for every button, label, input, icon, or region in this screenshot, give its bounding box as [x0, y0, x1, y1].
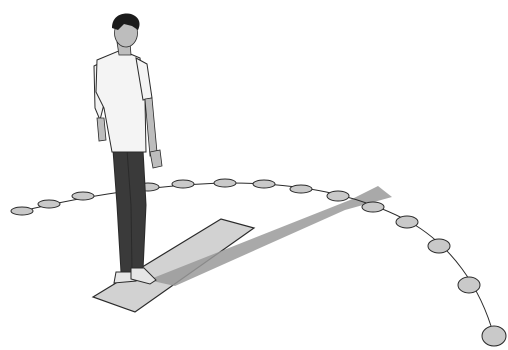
path-marker	[72, 192, 94, 200]
cast-shadow	[148, 186, 392, 286]
right-forearm	[145, 98, 157, 156]
path-marker	[253, 180, 275, 188]
path-marker	[396, 216, 418, 228]
path-marker	[11, 207, 33, 215]
path-marker	[362, 202, 384, 212]
path-marker	[458, 277, 480, 293]
path-markers	[11, 179, 506, 346]
path-marker	[38, 200, 60, 208]
path-marker	[172, 180, 194, 188]
curved-path-line	[22, 183, 494, 336]
path-marker	[290, 185, 312, 193]
path-marker	[482, 326, 506, 346]
path-marker	[214, 179, 236, 187]
standing-man	[94, 14, 162, 284]
path-marker	[327, 191, 349, 201]
left-hand	[97, 118, 106, 141]
right-hand	[150, 150, 162, 168]
floor-mat	[93, 219, 254, 312]
path-marker	[428, 239, 450, 253]
